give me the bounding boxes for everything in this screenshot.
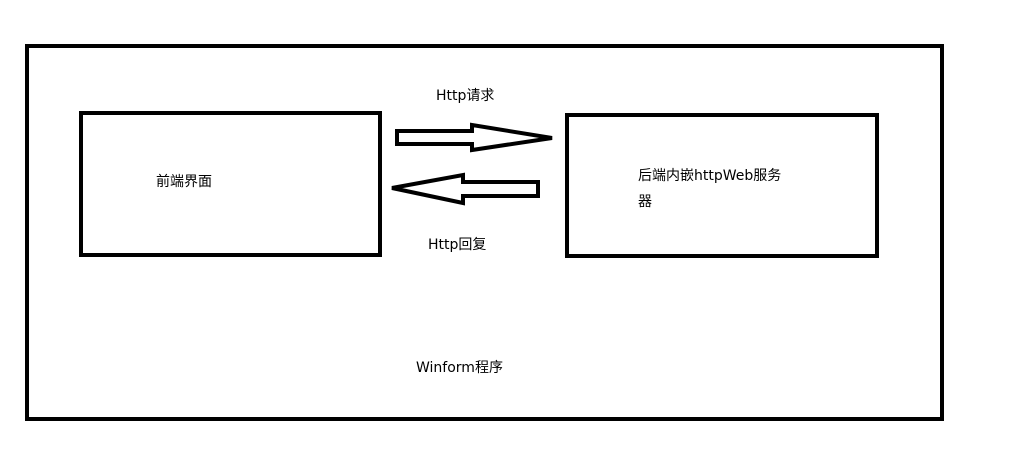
response-arrow [391,172,540,206]
winform-program-label: Winform程序 [416,360,503,376]
request-arrow [395,122,553,153]
frontend-ui-label: 前端界面 [156,174,212,190]
frontend-ui-box [79,111,382,257]
winform-program-container [25,44,944,421]
backend-web-server-label: 后端内嵌httpWeb服务器 [638,168,782,210]
http-response-label: Http回复 [428,237,487,253]
backend-web-server-box [565,113,879,258]
http-request-label: Http请求 [436,88,495,104]
